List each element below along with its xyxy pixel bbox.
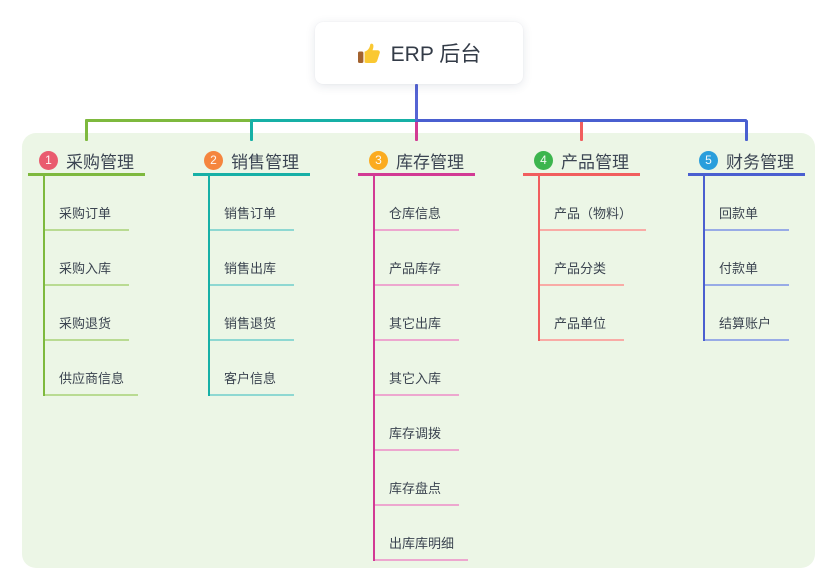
child-topic[interactable]: 产品库存 xyxy=(375,231,459,286)
child-topic[interactable]: 其它出库 xyxy=(375,286,459,341)
child-topic[interactable]: 销售出库 xyxy=(210,231,294,286)
branch-column: 3 库存管理 仓库信息 产品库存 其它出库 其它入库 库存调拨 库存盘点 出库库… xyxy=(358,147,475,561)
child-topic[interactable]: 采购入库 xyxy=(45,231,129,286)
child-topic-label: 销售订单 xyxy=(224,206,277,221)
child-topic[interactable]: 产品分类 xyxy=(540,231,624,286)
root-connector-line xyxy=(415,84,418,121)
branch-number-badge: 5 xyxy=(699,150,718,170)
child-topic[interactable]: 回款单 xyxy=(705,176,789,231)
connector-drop-2 xyxy=(250,120,253,141)
child-topic-label: 出库库明细 xyxy=(389,536,455,551)
child-topic-label: 产品分类 xyxy=(554,261,607,276)
branch-column: 5 财务管理 回款单 付款单 结算账户 xyxy=(688,147,805,341)
root-node[interactable]: ERP 后台 xyxy=(315,22,523,84)
branch-column: 4 产品管理 产品（物料） 产品分类 产品单位 xyxy=(523,147,647,341)
child-topic-label: 采购入库 xyxy=(59,261,112,276)
child-topic[interactable]: 库存盘点 xyxy=(375,451,459,506)
connector-drop-1 xyxy=(85,120,88,141)
branch-number-badge: 4 xyxy=(534,150,553,170)
branch-label: 库存管理 xyxy=(396,152,464,172)
branch-children: 产品（物料） 产品分类 产品单位 xyxy=(538,176,647,341)
child-topic[interactable]: 结算账户 xyxy=(705,286,789,341)
branch-children: 销售订单 销售出库 销售退货 客户信息 xyxy=(208,176,310,396)
child-topic-label: 产品（物料） xyxy=(554,206,633,221)
child-topic[interactable]: 客户信息 xyxy=(210,341,294,396)
child-topic[interactable]: 采购订单 xyxy=(45,176,129,231)
branch-children: 采购订单 采购入库 采购退货 供应商信息 xyxy=(43,176,145,396)
child-topic[interactable]: 仓库信息 xyxy=(375,176,459,231)
thumbs-up-icon xyxy=(357,43,380,63)
child-topic-label: 供应商信息 xyxy=(59,371,125,386)
child-topic-label: 产品库存 xyxy=(389,261,442,276)
child-topic-label: 销售退货 xyxy=(224,316,277,331)
child-topic[interactable]: 付款单 xyxy=(705,231,789,286)
connector-h-right-blue xyxy=(415,119,747,122)
child-topic[interactable]: 采购退货 xyxy=(45,286,129,341)
branch-label: 产品管理 xyxy=(561,152,629,172)
branch-column: 1 采购管理 采购订单 采购入库 采购退货 供应商信息 xyxy=(28,147,145,396)
branch-topic[interactable]: 4 产品管理 xyxy=(523,147,640,176)
branch-number-badge: 1 xyxy=(39,150,58,170)
branch-number-badge: 3 xyxy=(369,150,388,170)
child-topic-label: 付款单 xyxy=(719,261,759,276)
child-topic-label: 库存盘点 xyxy=(389,481,442,496)
root-title: ERP 后台 xyxy=(390,43,482,66)
child-topic[interactable]: 库存调拨 xyxy=(375,396,459,451)
child-topic-label: 库存调拨 xyxy=(389,426,442,441)
child-topic[interactable]: 销售退货 xyxy=(210,286,294,341)
child-topic-label: 产品单位 xyxy=(554,316,607,331)
child-topic[interactable]: 出库库明细 xyxy=(375,506,469,561)
branch-number-badge: 2 xyxy=(204,150,223,170)
connector-h-mid-teal xyxy=(250,119,416,122)
connector-h-left-green xyxy=(85,119,251,122)
branch-topic[interactable]: 3 库存管理 xyxy=(358,147,475,176)
branch-label: 采购管理 xyxy=(66,152,134,172)
mindmap-panel xyxy=(22,133,815,568)
child-topic-label: 采购订单 xyxy=(59,206,112,221)
child-topic-label: 采购退货 xyxy=(59,316,112,331)
child-topic-label: 销售出库 xyxy=(224,261,277,276)
branch-topic[interactable]: 2 销售管理 xyxy=(193,147,310,176)
child-topic-label: 其它入库 xyxy=(389,371,442,386)
child-topic-label: 其它出库 xyxy=(389,316,442,331)
branch-children: 回款单 付款单 结算账户 xyxy=(703,176,805,341)
branch-column: 2 销售管理 销售订单 销售出库 销售退货 客户信息 xyxy=(193,147,310,396)
branch-label: 财务管理 xyxy=(726,152,794,172)
branch-topic[interactable]: 5 财务管理 xyxy=(688,147,805,176)
child-topic-label: 结算账户 xyxy=(719,316,772,331)
child-topic[interactable]: 供应商信息 xyxy=(45,341,139,396)
branch-label: 销售管理 xyxy=(231,152,299,172)
connector-drop-5 xyxy=(745,120,748,141)
child-topic[interactable]: 产品（物料） xyxy=(540,176,647,231)
connector-drop-3 xyxy=(415,120,418,141)
connector-drop-4 xyxy=(580,120,583,141)
branch-children: 仓库信息 产品库存 其它出库 其它入库 库存调拨 库存盘点 出库库明细 xyxy=(373,176,475,561)
child-topic-label: 客户信息 xyxy=(224,371,277,386)
child-topic[interactable]: 产品单位 xyxy=(540,286,624,341)
child-topic-label: 回款单 xyxy=(719,206,759,221)
child-topic-label: 仓库信息 xyxy=(389,206,442,221)
child-topic[interactable]: 销售订单 xyxy=(210,176,294,231)
child-topic[interactable]: 其它入库 xyxy=(375,341,459,396)
branch-topic[interactable]: 1 采购管理 xyxy=(28,147,145,176)
